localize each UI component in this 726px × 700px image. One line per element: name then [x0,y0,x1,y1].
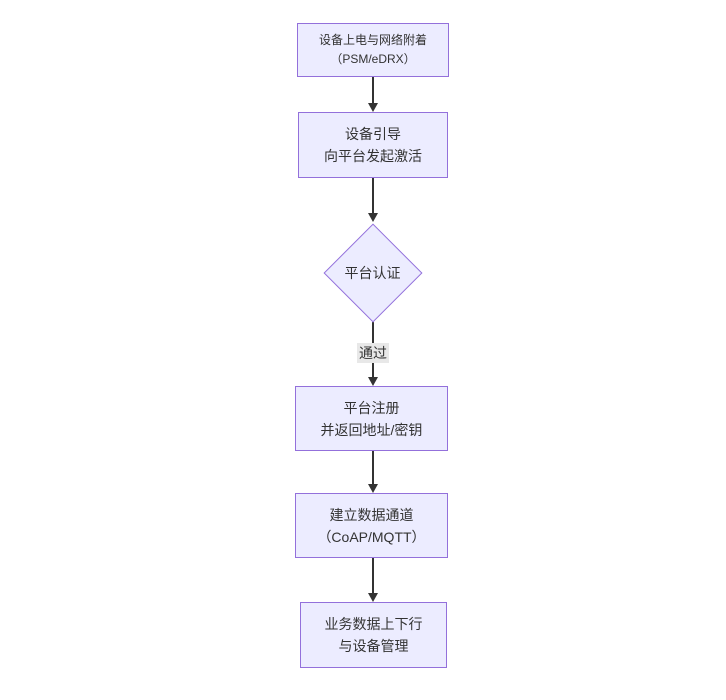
edge-bootstrap-to-auth [372,178,374,215]
node-text-line: 平台认证 [344,264,401,281]
node-text-line: 建立数据通道 [329,506,414,523]
edge-power-to-bootstrap [372,77,374,104]
node-text-line: （CoAP/MQTT） [317,528,426,545]
node-text-line: 设备上电与网络附着 [318,33,427,47]
node-text-line: 平台注册 [343,399,400,416]
node-establish-data-channel: 建立数据通道 （CoAP/MQTT） [295,493,448,558]
arrowhead-icon [368,213,378,222]
node-text-line: （PSM/eDRX） [330,52,416,66]
decision-platform-auth: 平台认证 [322,222,423,323]
node-text-line: 与设备管理 [338,638,409,654]
arrowhead-icon [368,377,378,386]
node-text-line: 向平台发起激活 [324,148,422,164]
node-text-line: 业务数据上下行 [324,616,423,632]
node-text-line: 并返回地址/密钥 [320,421,423,438]
arrowhead-icon [368,103,378,112]
node-text-line: 设备引导 [345,126,401,142]
node-platform-register: 平台注册 并返回地址/密钥 [295,386,448,451]
edge-register-to-channel [372,451,374,486]
edge-label-pass: 通过 [357,343,389,363]
node-business-data-device-mgmt: 业务数据上下行 与设备管理 [300,602,447,668]
arrowhead-icon [368,593,378,602]
node-device-bootstrap-activate: 设备引导 向平台发起激活 [298,112,448,178]
edge-channel-to-business [372,558,374,595]
node-power-on-network-attach: 设备上电与网络附着 （PSM/eDRX） [297,23,449,77]
arrowhead-icon [368,484,378,493]
